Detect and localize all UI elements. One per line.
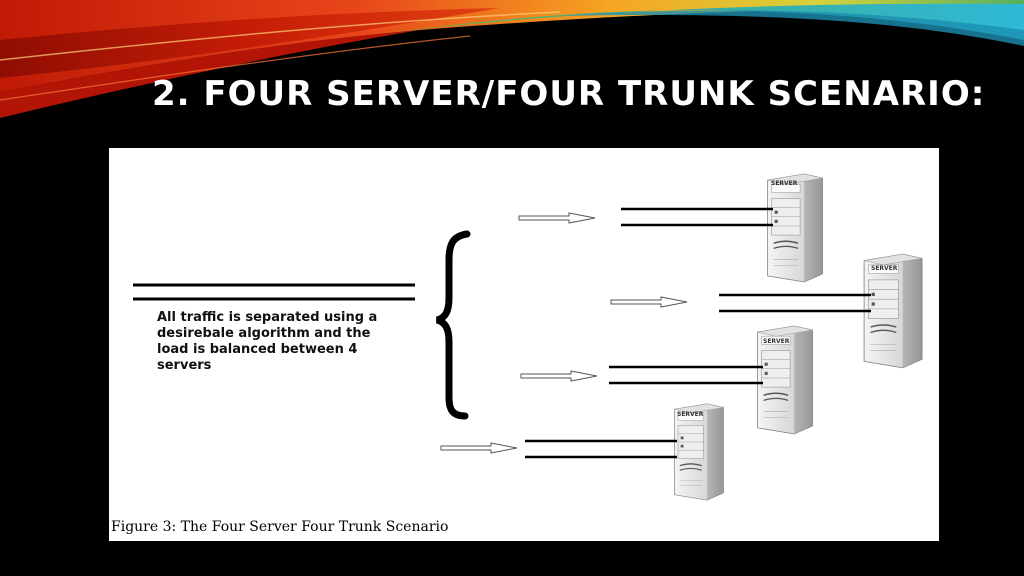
arrow-to-server-3 xyxy=(520,370,598,382)
server-2-label: SERVER xyxy=(871,265,898,272)
server-3-label: SERVER xyxy=(763,338,790,345)
arrow-to-server-2 xyxy=(610,296,688,308)
figure-caption: Figure 3: The Four Server Four Trunk Sce… xyxy=(111,519,449,535)
arrow-to-server-4 xyxy=(440,442,518,454)
server-1-label: SERVER xyxy=(771,180,798,187)
server-3: SERVER xyxy=(756,325,814,435)
slide-title: 2. Four Server/Four Trunk Scenario: xyxy=(152,74,986,114)
traffic-note: All traffic is separated using a desireb… xyxy=(157,310,378,373)
network-diagram: SERVER SERVER SERVER SERVER xyxy=(133,173,923,501)
arrow-to-server-1 xyxy=(518,212,596,224)
server-1: SERVER xyxy=(766,173,824,283)
distribution-brace xyxy=(435,230,471,420)
server-2: SERVER xyxy=(863,253,923,369)
decorative-swoosh xyxy=(0,0,1024,118)
server-4-label: SERVER xyxy=(677,411,704,418)
figure-panel: SERVER SERVER SERVER SERVER All traffic … xyxy=(109,148,939,541)
server-4: SERVER xyxy=(673,403,725,501)
